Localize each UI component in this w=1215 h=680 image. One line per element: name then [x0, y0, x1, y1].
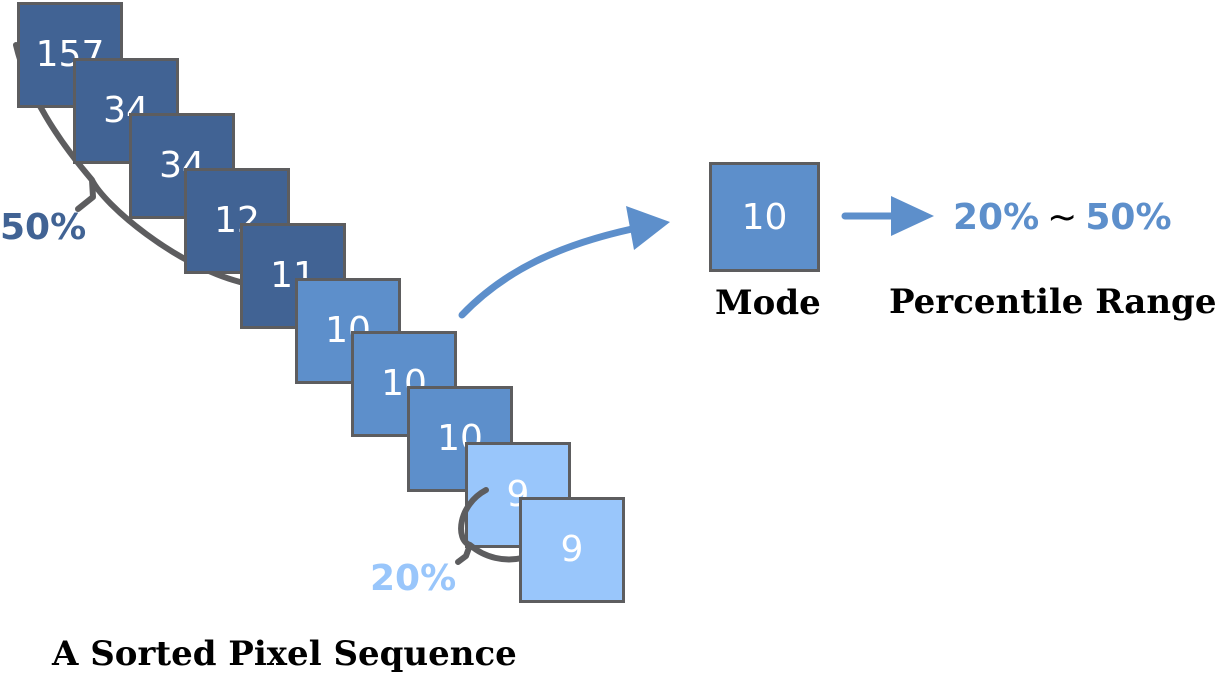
- mode-value: 10: [741, 196, 788, 238]
- brace-lower-label: 20%: [370, 558, 457, 599]
- pixel-7: 10: [351, 331, 457, 437]
- curved-arrow-icon: [458, 225, 636, 319]
- brace-upper-label: 50%: [0, 207, 87, 248]
- curved-arrow-head-icon: [626, 206, 670, 250]
- right-arrow-head-icon: [891, 196, 934, 236]
- range-low: 20%: [953, 197, 1040, 238]
- mode-label: Mode: [715, 283, 821, 323]
- mode-pixel: 10: [709, 162, 820, 272]
- percentile-range-label: Percentile Range: [889, 282, 1215, 322]
- percentile-range-value: 20%~50%: [953, 200, 1172, 236]
- pixel-10-value: 9: [560, 529, 584, 570]
- sequence-title: A Sorted Pixel Sequence: [52, 634, 517, 674]
- range-separator: ~: [1047, 197, 1078, 238]
- pixel-10: 9: [519, 497, 625, 603]
- range-high: 50%: [1085, 197, 1172, 238]
